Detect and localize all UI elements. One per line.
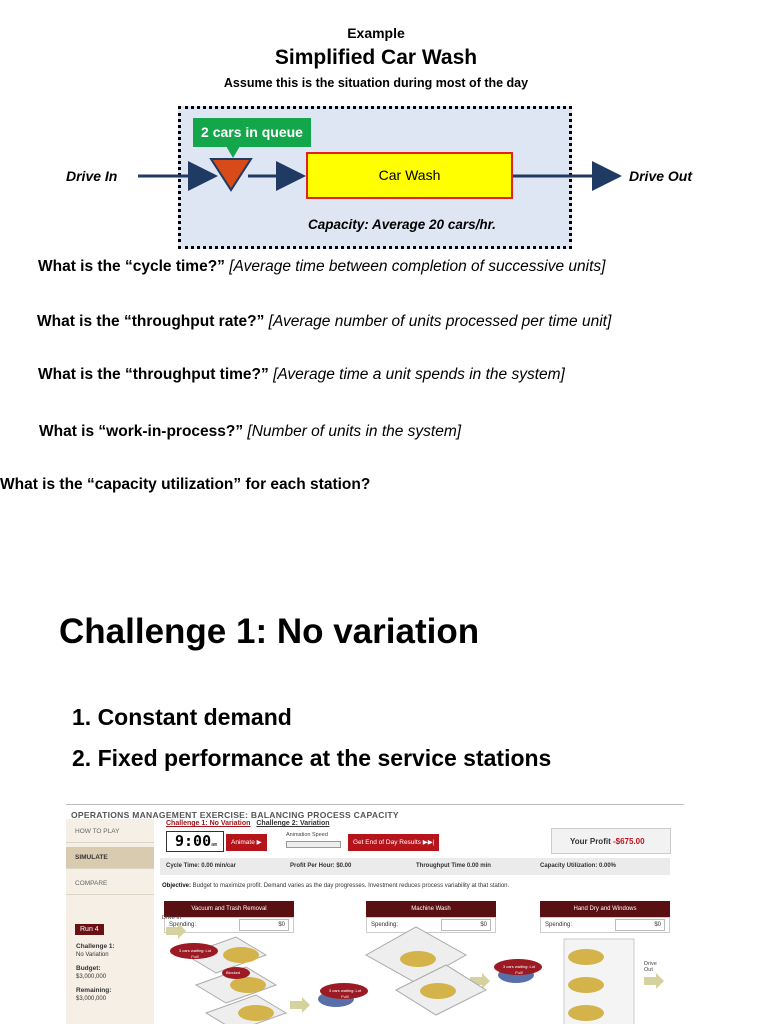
waiting-bubble <box>494 959 542 975</box>
hand-dry-graphic <box>563 938 635 1024</box>
station-title: Machine Wash <box>366 901 496 917</box>
spending-row: Spending:$0 <box>164 917 294 933</box>
stat-profit-per-hour: Profit Per Hour: $0.00 <box>290 863 352 869</box>
animate-button[interactable]: Animate ▶ <box>226 834 267 851</box>
vacuum-station-graphic <box>184 936 288 1024</box>
nav-simulate[interactable]: SIMULATE <box>66 847 154 869</box>
sim-scene <box>166 923 664 1024</box>
question-throughput-time: What is the “throughput time?” [Average … <box>38 366 565 383</box>
sim-sidebar: HOW TO PLAY SIMULATE COMPARE Run 4 Chall… <box>66 819 154 1024</box>
challenge-title: Challenge 1: No variation <box>59 612 480 651</box>
spending-input[interactable]: $0 <box>239 919 289 931</box>
bubble-text: 3 cars waiting: Lot Full! <box>328 988 362 999</box>
challenge-info: Challenge 1:No Variation <box>76 943 115 958</box>
spending-input[interactable]: $0 <box>441 919 491 931</box>
remaining-info: Remaining:$3,000,000 <box>76 987 112 1002</box>
drive-out-label: Drive Out <box>629 168 693 184</box>
nav-compare[interactable]: COMPARE <box>66 873 154 895</box>
bubble-text: 3 cars waiting: Lot Full! <box>502 964 536 975</box>
slide-subtitle: Assume this is the situation during most… <box>223 76 529 90</box>
simulator-screenshot: HOW TO PLAY SIMULATE COMPARE Run 4 Chall… <box>66 804 684 1024</box>
challenge-links: Challenge 1: No Variation Challenge 2: V… <box>166 820 334 827</box>
bubble-text: Blocked <box>226 970 241 975</box>
station-vacuum: Vacuum and Trash Removal Spending:$0 <box>164 901 294 933</box>
question-cycle-time: What is the “cycle time?” [Average time … <box>38 258 606 275</box>
station-hand-dry: Hand Dry and Windows Spending:$0 <box>540 901 670 933</box>
waiting-bubble <box>320 983 368 999</box>
question-wip: What is “work-in-process?” [Number of un… <box>39 423 462 440</box>
slide-title: Simplified Car Wash <box>274 46 478 69</box>
stat-cycle-time: Cycle Time: 0.00 min/car <box>166 863 236 869</box>
blocked-bubble <box>222 967 250 979</box>
stat-throughput-time: Throughput Time 0.00 min <box>416 863 491 869</box>
station-machine-wash: Machine Wash Spending:$0 <box>366 901 496 933</box>
animation-speed-slider[interactable] <box>286 841 341 848</box>
budget-info: Budget:$3,000,000 <box>76 965 107 980</box>
link-challenge-1[interactable]: Challenge 1: No Variation <box>166 820 251 827</box>
run-badge: Run 4 <box>75 924 104 935</box>
badge-pointer <box>226 146 240 158</box>
car-wash-station: Car Wash <box>306 152 513 199</box>
stat-capacity-utilization: Capacity Utilization: 0.00% <box>540 863 617 869</box>
sim-clock: 9:00am <box>166 831 224 852</box>
objective-text: Objective: Budget to maximize profit. De… <box>162 883 510 889</box>
link-challenge-2[interactable]: Challenge 2: Variation <box>256 820 330 827</box>
capacity-note: Capacity: Average 20 cars/hr. <box>308 217 496 232</box>
question-capacity-utilization: What is the “capacity utilization” for e… <box>0 476 371 493</box>
spending-row: Spending:$0 <box>366 917 496 933</box>
sim-flow-arrow-icon <box>290 997 310 1013</box>
spending-row: Spending:$0 <box>540 917 670 933</box>
station-title: Vacuum and Trash Removal <box>164 901 294 917</box>
example-label: Example <box>347 25 405 41</box>
stats-bar: Cycle Time: 0.00 min/car Profit Per Hour… <box>160 858 670 875</box>
end-of-day-button[interactable]: Get End of Day Results ▶▶| <box>348 834 440 851</box>
list-item: 2. Fixed performance at the service stat… <box>72 745 552 771</box>
bubble-text: 3 cars waiting: Lot Full! <box>178 948 212 959</box>
station-title: Hand Dry and Windows <box>540 901 670 917</box>
queue-triangle-icon <box>209 158 253 192</box>
flow-arrows <box>138 146 622 192</box>
sim-entry-arrow-icon <box>166 923 186 939</box>
animation-speed-label: Animation Speed <box>286 832 328 838</box>
drive-in-label: Drive In <box>66 168 118 184</box>
sim-drive-out: Drive Out <box>644 961 657 973</box>
sim-exit-arrow-icon <box>644 973 664 989</box>
list-item: 1. Constant demand <box>72 704 292 730</box>
queue-badge: 2 cars in queue <box>193 118 311 147</box>
machine-wash-graphic <box>364 926 488 1016</box>
sim-drive-in: Drive In <box>162 915 181 921</box>
nav-how-to-play[interactable]: HOW TO PLAY <box>66 821 154 843</box>
question-throughput-rate: What is the “throughput rate?” [Average … <box>37 313 612 330</box>
sim-header: OPERATIONS MANAGEMENT EXERCISE: BALANCIN… <box>71 810 399 820</box>
waiting-bubble <box>170 943 218 959</box>
profit-box: Your Profit -$675.00 <box>551 828 671 854</box>
spending-input[interactable]: $0 <box>615 919 665 931</box>
